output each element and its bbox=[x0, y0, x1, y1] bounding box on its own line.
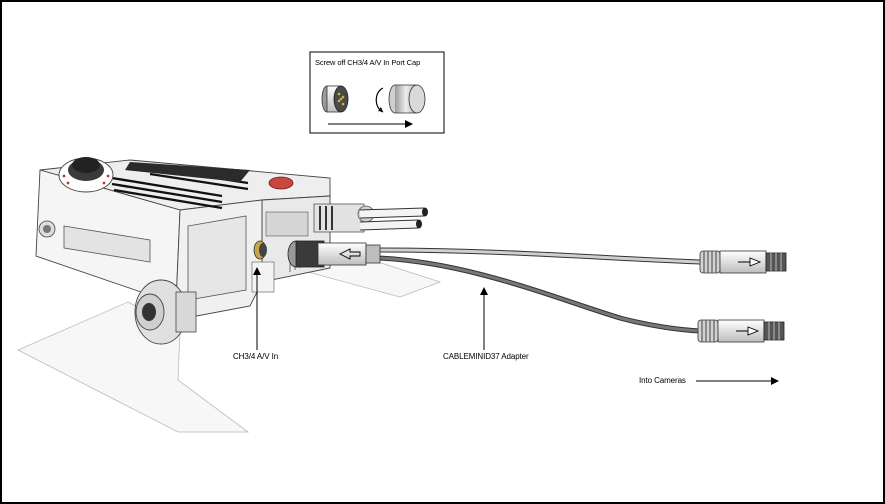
counterclockwise-rotate-icon bbox=[375, 87, 384, 113]
inset-title: Screw off CH3/4 A/V In Port Cap bbox=[315, 58, 421, 67]
port-cap-icon bbox=[388, 84, 426, 114]
inset-panel bbox=[309, 51, 445, 134]
camera-connector-bottom bbox=[697, 319, 785, 343]
red-button-icon bbox=[268, 176, 294, 190]
port-label: CH3/4 A/V In bbox=[233, 352, 279, 361]
device-body bbox=[35, 157, 428, 345]
cameras-label: Into Cameras bbox=[639, 376, 686, 385]
multi-pin-connector-icon bbox=[321, 85, 349, 113]
front-knob bbox=[134, 279, 197, 345]
camera-connector-top bbox=[699, 250, 787, 274]
adapter-cable-assembly bbox=[287, 240, 701, 334]
floor-shadow-front bbox=[17, 301, 250, 433]
adapter-label: CABLEMINID37 Adapter bbox=[443, 352, 529, 361]
